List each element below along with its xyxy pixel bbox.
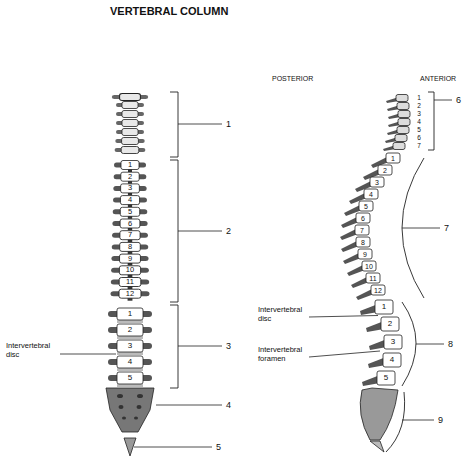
- view-label: ANTERIOR: [420, 75, 456, 82]
- vertebra-number: 7: [360, 227, 364, 234]
- vertebra-number: 1: [128, 310, 132, 318]
- cervical-vertebrae-lateral: [383, 95, 410, 152]
- callout-number: 7: [444, 224, 449, 233]
- vertebra-number: 6: [417, 135, 421, 142]
- region-brackets: [170, 92, 178, 388]
- vertebra-number: 2: [417, 103, 421, 110]
- thoracic-vertebrae: [110, 161, 149, 301]
- vertebra-number: 7: [417, 143, 421, 150]
- vertebra-number: 1: [417, 95, 421, 102]
- diagram-title: VERTEBRAL COLUMN: [110, 6, 228, 17]
- callout-number: 5: [216, 443, 221, 452]
- part-label: Intervertebral foramen: [258, 346, 306, 363]
- vertebra-number: 3: [391, 338, 395, 346]
- vertebra-number: 12: [126, 290, 134, 298]
- callout-number: 3: [226, 342, 231, 351]
- vertebra-number: 2: [128, 326, 132, 334]
- vertebra-number: 1: [128, 161, 132, 169]
- vertebra-number: 4: [128, 196, 132, 204]
- vertebra-number: 2: [383, 167, 387, 174]
- callout-number: 2: [226, 227, 231, 236]
- vertebra-number: 4: [417, 119, 421, 126]
- vertebra-number: 10: [126, 267, 134, 275]
- lumbar-vertebrae-lateral: [360, 300, 402, 386]
- callout-number: 1: [226, 120, 231, 129]
- vertebra-number: 5: [384, 374, 388, 382]
- leader-lines: [60, 124, 222, 447]
- vertebra-number: 6: [128, 220, 132, 228]
- vertebra-number: 1: [391, 155, 395, 162]
- vertebra-number: 10: [365, 263, 373, 270]
- callout-number: 9: [438, 416, 443, 425]
- sacrum-lateral: [360, 388, 398, 440]
- vertebra-number: 1: [382, 303, 386, 311]
- curve-brackets: [386, 92, 434, 452]
- vertebra-number: 9: [128, 255, 132, 263]
- vertebra-number: 4: [390, 356, 394, 364]
- callout-number: 8: [448, 340, 453, 349]
- vertebra-number: 5: [128, 374, 132, 382]
- callout-number: 6: [456, 96, 461, 105]
- vertebra-number: 11: [369, 275, 376, 282]
- vertebra-number: 7: [128, 231, 132, 239]
- vertebra-number: 5: [364, 203, 368, 210]
- vertebra-number: 8: [128, 243, 132, 251]
- lumbar-vertebrae: [108, 308, 152, 387]
- part-label: Intervertebral disc: [6, 342, 58, 359]
- view-label: POSTERIOR: [272, 75, 313, 82]
- vertebra-number: 11: [126, 278, 134, 286]
- sacrum: [106, 388, 154, 432]
- sacral-foramina: [117, 394, 143, 420]
- callout-number: 4: [226, 401, 231, 410]
- vertebra-number: 3: [417, 111, 421, 118]
- vertebra-number: 9: [363, 251, 367, 258]
- coccyx-lateral: [370, 441, 384, 452]
- vertebra-number: 5: [417, 127, 421, 134]
- leader-lines-lateral: [309, 100, 452, 420]
- vertebra-number: 3: [128, 342, 132, 350]
- cervical-vertebrae: [112, 94, 148, 154]
- part-label: Intervertebral disc: [258, 306, 306, 323]
- vertebra-number: 8: [361, 239, 365, 246]
- vertebra-number: 6: [361, 215, 365, 222]
- thoracic-vertebrae-lateral: [340, 153, 400, 300]
- vertebra-number: 3: [128, 185, 132, 193]
- vertebra-number: 12: [374, 287, 382, 294]
- vertebra-number: 4: [128, 358, 132, 366]
- vertebra-number: 2: [388, 320, 392, 328]
- vertebra-number: 2: [128, 173, 132, 181]
- vertebra-number: 4: [369, 191, 373, 198]
- vertebra-number: 3: [375, 179, 379, 186]
- vertebra-number: 5: [128, 208, 132, 216]
